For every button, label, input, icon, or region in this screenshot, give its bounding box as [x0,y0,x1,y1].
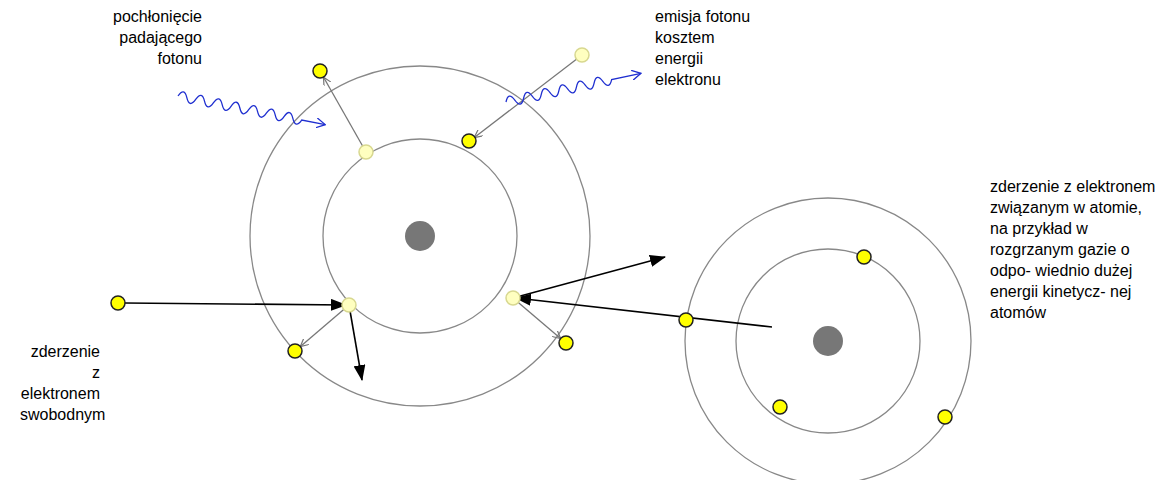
free-electron-note: zderzenie z elektronem swobodnym [20,341,100,425]
photon-emitted [505,68,642,106]
collision-arrows [125,257,772,380]
atom-right [685,198,971,480]
electrons [111,64,952,424]
photon-emission-note: emisja fotonu kosztem energii elektronu [655,6,765,90]
bound-electron-note: zderzenie z elektronem związanym w atomi… [990,176,1160,323]
atom-left [250,66,590,406]
former-electrons [342,48,589,312]
photon-absorbed [177,91,326,129]
photon-absorption-note: pochłonięcie padającego fotonu [100,6,202,69]
